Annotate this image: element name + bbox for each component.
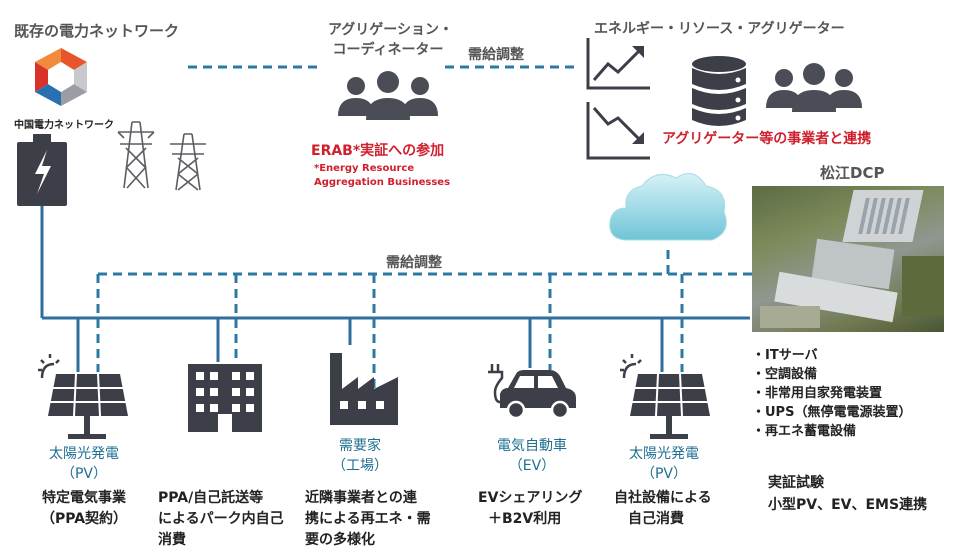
facility-item: ・非常用自家発電装置 [752, 386, 883, 401]
factory-icon [330, 353, 398, 425]
cloud-icon [609, 173, 727, 241]
ev-label: 電気自動車 （EV） [482, 436, 582, 476]
coordinator-title-line1: アグリゲーション・ [328, 22, 454, 38]
facility-item: ・空調設備 [752, 367, 818, 382]
trend-charts-icon [586, 38, 650, 160]
solar1-desc-line1: 特定電気事業 [42, 490, 126, 506]
erab-note: *Energy Resource Aggregation Businesses [314, 162, 450, 190]
factory-desc-line1: 近隣事業者との連 [305, 490, 417, 506]
solar2-label-line1: 太陽光発電 [629, 446, 699, 462]
supply-demand-top-label: 需給調整 [468, 47, 524, 63]
factory-label-line2: （工場） [332, 458, 388, 474]
erab-title: ERAB*実証への参加 [311, 143, 445, 159]
ev-label-line1: 電気自動車 [497, 438, 567, 454]
ev-desc-line2: ＋B2V利用 [488, 511, 562, 527]
substation-lightning-icon [17, 134, 67, 206]
facility-item: ・再エネ蓄電設備 [752, 424, 857, 439]
ev-car-icon [488, 364, 576, 420]
solar2-desc-line2: 自己消費 [628, 511, 684, 527]
database-icon [692, 56, 746, 126]
factory-label-line1: 需要家 [339, 438, 381, 454]
building-desc-line1: PPA/自己託送等 [158, 490, 264, 506]
solar1-label-line1: 太陽光発電 [49, 446, 119, 462]
matsue-dcp-aerial-photo [752, 186, 944, 332]
ev-label-line2: （EV） [508, 458, 556, 474]
resource-aggregator-title: エネルギー・リソース・アグリゲーター [594, 21, 845, 37]
solar2-label-line2: （PV） [640, 466, 688, 482]
facility-item: ・UPS（無停電電源装置） [752, 405, 912, 420]
aggregator-people-icon [766, 63, 862, 112]
solar1-desc-line2: （PPA契約） [40, 511, 128, 527]
factory-desc: 近隣事業者との連 携による再エネ・需 要の多様化 [305, 488, 431, 551]
matsue-dcp-title: 松江DCP [820, 164, 885, 182]
solar1-desc: 特定電気事業 （PPA契約） [14, 488, 154, 530]
solar2-label: 太陽光発電 （PV） [614, 444, 714, 484]
aggregator-partnership-text: アグリゲーター等の事業者と連携 [662, 131, 872, 147]
building-desc-line2: によるパーク内自己 [158, 511, 284, 527]
coordinator-title-line2: コーディネーター [332, 42, 444, 58]
ev-desc: EVシェアリング ＋B2V利用 [478, 488, 582, 530]
logo-label: 中国電力ネットワーク [14, 120, 114, 131]
erab-note-line1: *Energy Resource [314, 163, 415, 174]
solar2-desc: 自社設備による 自己消費 [614, 488, 712, 530]
coordinator-title: アグリゲーション・ コーディネーター [328, 20, 454, 60]
building-desc-line3: 消費 [158, 532, 186, 548]
solar1-label: 太陽光発電 （PV） [34, 444, 134, 484]
trial-line2: 小型PV、EV、EMS連携 [768, 497, 928, 513]
existing-grid-title: 既存の電力ネットワーク [14, 22, 180, 40]
power-tower-icon [117, 121, 206, 191]
ev-desc-line1: EVシェアリング [478, 490, 583, 506]
solar-panel-icon [38, 354, 128, 439]
factory-label: 需要家 （工場） [310, 436, 410, 476]
supply-demand-mid-label: 需給調整 [386, 255, 442, 271]
factory-desc-line3: 要の多様化 [305, 532, 375, 548]
coordinator-people-icon [338, 71, 438, 120]
solar2-desc-line1: 自社設備による [614, 490, 712, 506]
building-icon [188, 364, 262, 432]
solar-panel-icon [620, 354, 710, 439]
factory-desc-line2: 携による再エネ・需 [305, 511, 431, 527]
dcp-facility-list: ・ITサーバ ・空調設備 ・非常用自家発電装置 ・UPS（無停電電源装置） ・再… [752, 346, 911, 441]
solar1-label-line2: （PV） [60, 466, 108, 482]
trial-line1: 実証試験 [768, 475, 824, 491]
trial-text: 実証試験 小型PV、EV、EMS連携 [768, 472, 927, 516]
facility-item: ・ITサーバ [752, 348, 818, 363]
erab-note-line2: Aggregation Businesses [314, 177, 451, 188]
chugoku-network-logo-icon [35, 48, 87, 106]
building-desc: PPA/自己託送等 によるパーク内自己 消費 [158, 488, 284, 551]
